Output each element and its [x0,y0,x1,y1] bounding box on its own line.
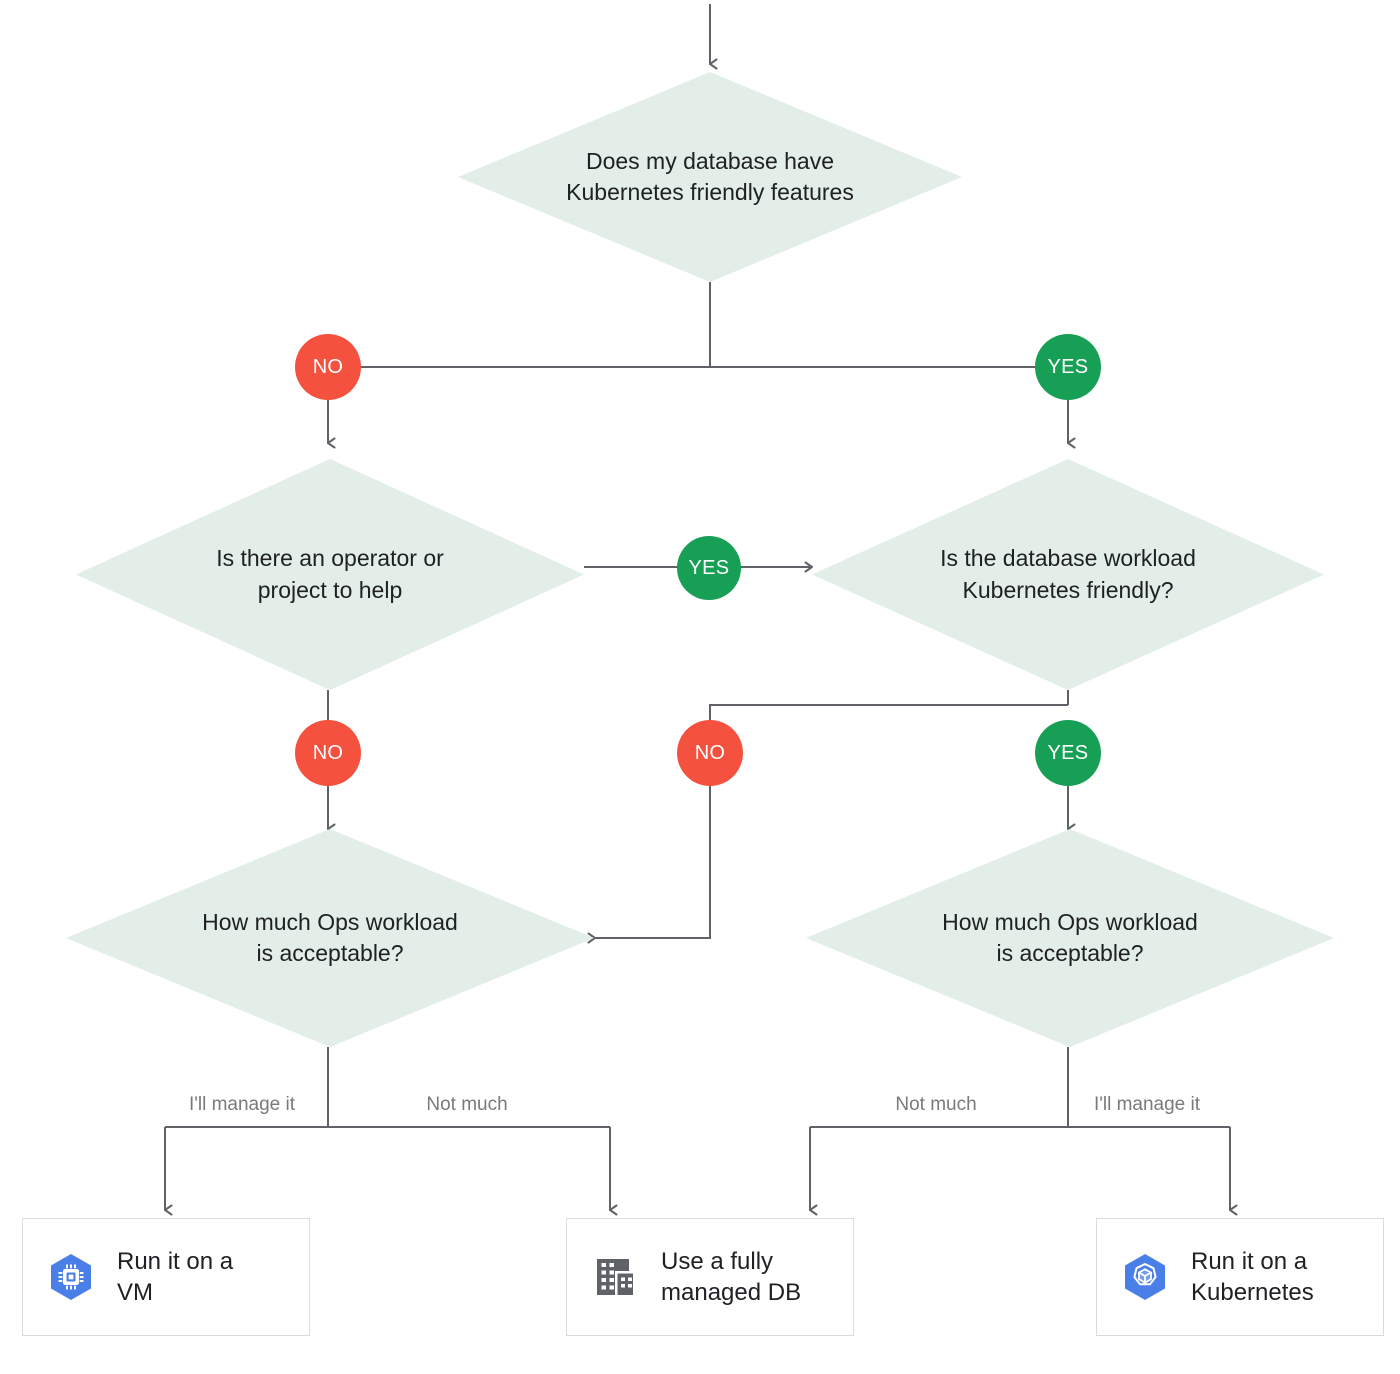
badge-workload-no[interactable]: NO [677,720,743,786]
badge-workload-yes[interactable]: YES [1035,720,1101,786]
node-how-much-ops-workload-left[interactable]: How much Ops workload is acceptable? [66,829,594,1047]
badge-label: NO [694,741,726,764]
node-label: Is the database workload Kubernetes frie… [940,545,1196,603]
badge-operator-yes[interactable]: YES [677,536,741,600]
badge-operator-no[interactable]: NO [295,720,361,786]
outcome-label: Run it on a Kubernetes [1191,1247,1314,1306]
badge-label: NO [312,741,344,764]
edge-workload-no-route [587,784,711,944]
node-is-the-database-workload-k8s-friendly[interactable]: Is the database workload Kubernetes frie… [812,459,1324,690]
kubernetes-engine-icon [1119,1251,1171,1303]
badge-features-yes[interactable]: YES [1035,334,1101,400]
outcome-label: Run it on a VM [117,1247,234,1306]
edge-label-left-ill-manage-it: I'll manage it [188,1094,296,1115]
outcome-label: Use a fully managed DB [661,1247,802,1306]
managed-database-icon [589,1251,641,1303]
badge-label: YES [688,556,730,579]
node-label: How much Ops workload is acceptable? [942,908,1198,966]
edge-label-right-not-much: Not much [895,1094,977,1115]
badge-label: YES [1047,355,1089,378]
outcome-run-it-on-a-kubernetes[interactable]: Run it on a Kubernetes [1096,1218,1384,1336]
edge-label-right-ill-manage-it: I'll manage it [1093,1094,1201,1115]
node-is-there-an-operator-or-project[interactable]: Is there an operator or project to help [76,459,584,690]
compute-engine-icon [45,1251,97,1303]
node-does-my-database-have-k8s-features[interactable]: Does my database have Kubernetes friendl… [458,72,962,282]
badge-label: YES [1047,741,1089,764]
node-label: Does my database have Kubernetes friendl… [566,147,854,205]
node-how-much-ops-workload-right[interactable]: How much Ops workload is acceptable? [806,829,1334,1047]
badge-features-no[interactable]: NO [295,334,361,400]
edge-label-left-not-much: Not much [426,1094,508,1115]
outcome-use-a-fully-managed-db[interactable]: Use a fully managed DB [566,1218,854,1336]
outcome-run-it-on-a-vm[interactable]: Run it on a VM [22,1218,310,1336]
node-label: Is there an operator or project to help [216,545,444,603]
node-label: How much Ops workload is acceptable? [202,908,458,966]
badge-label: NO [312,355,344,378]
edge-workload-no-bar [709,704,1068,722]
